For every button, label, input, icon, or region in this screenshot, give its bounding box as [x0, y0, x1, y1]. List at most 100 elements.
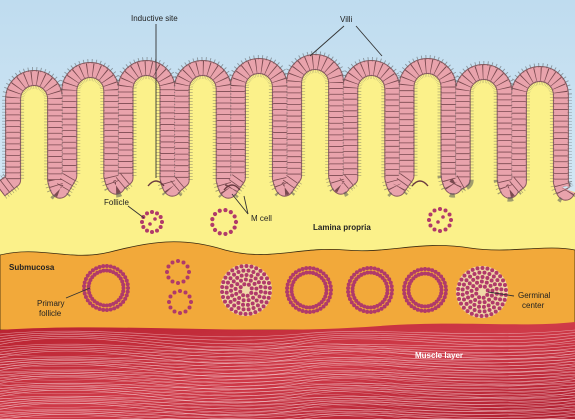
- follicle-cell: [471, 284, 475, 288]
- follicle-cell: [472, 303, 476, 307]
- follicle-cell: [249, 265, 253, 269]
- follicle-cell: [233, 298, 237, 302]
- follicle-cell: [485, 267, 489, 271]
- follicle-cell: [223, 232, 227, 236]
- follicle-cell: [427, 267, 431, 271]
- follicle-cell: [444, 288, 448, 292]
- follicle-cell: [168, 295, 172, 299]
- follicle-cell: [365, 310, 369, 314]
- follicle-cell: [470, 289, 474, 293]
- follicle-cell: [233, 214, 237, 218]
- follicle-cell: [461, 288, 465, 292]
- follicle-cell: [121, 283, 125, 287]
- follicle-cell: [492, 274, 496, 278]
- follicle-cell: [234, 310, 238, 314]
- follicle-cell: [229, 230, 233, 234]
- follicle-cell: [262, 295, 266, 299]
- follicle-cell: [263, 290, 267, 294]
- follicle-cell: [160, 220, 164, 224]
- follicle-cell: [98, 265, 102, 269]
- follicle-cell: [230, 294, 234, 298]
- muscle-layer-region: [0, 322, 575, 419]
- follicle-cell: [326, 277, 330, 281]
- follicle-cell: [462, 298, 466, 302]
- follicle-cell: [287, 297, 291, 301]
- follicle-cell: [126, 282, 130, 286]
- follicle-cell: [385, 285, 389, 289]
- follicle-cell: [145, 211, 149, 215]
- follicle-cell: [494, 310, 498, 314]
- follicle-cell: [459, 302, 463, 306]
- follicle-cell: [260, 300, 264, 304]
- follicle-cell: [232, 279, 236, 283]
- follicle-cell: [462, 283, 466, 287]
- follicle-cell: [218, 209, 222, 213]
- follicle-cell: [347, 282, 351, 286]
- follicle-cell: [468, 306, 472, 310]
- follicle-cell: [226, 281, 230, 285]
- follicle-cell: [471, 278, 475, 282]
- follicle-cell: [390, 292, 394, 296]
- follicle-cell: [308, 310, 312, 314]
- follicle-cell: [475, 281, 479, 285]
- follicle-cell: [259, 285, 263, 289]
- follicle-cell: [155, 211, 159, 215]
- follicle-cell: [267, 281, 271, 285]
- follicle-cell: [249, 312, 253, 316]
- follicle-cell: [220, 285, 224, 289]
- follicle-cell: [184, 310, 188, 314]
- follicle-cell: [239, 285, 243, 289]
- follicle-cell: [483, 300, 487, 304]
- follicle-cell: [285, 286, 289, 290]
- follicle-cell: [312, 266, 316, 270]
- follicle-cell: [315, 308, 319, 312]
- follicle-cell: [259, 290, 263, 294]
- follicle-cell: [390, 288, 394, 292]
- follicle-cell: [256, 272, 260, 276]
- follicle-cell: [254, 266, 258, 270]
- follicle-cell: [503, 298, 507, 302]
- follicle-cell: [253, 282, 257, 286]
- follicle-cell: [465, 291, 469, 295]
- follicle-cell: [232, 273, 236, 277]
- follicle-cell: [462, 306, 466, 310]
- follicle-cell: [441, 215, 445, 219]
- follicle-cell: [237, 296, 241, 300]
- follicle-cell: [226, 304, 230, 308]
- follicle-cell: [101, 308, 105, 312]
- follicle-cell: [495, 287, 499, 291]
- follicle-cell: [178, 311, 182, 315]
- follicle-cell: [82, 284, 86, 288]
- follicle-cell: [482, 296, 486, 300]
- follicle-cell: [416, 268, 420, 272]
- follicle-cell: [182, 280, 186, 284]
- dense-follicle: [220, 264, 272, 316]
- follicle-cell: [232, 304, 236, 308]
- follicle-cell: [501, 302, 505, 306]
- follicle-cell: [286, 282, 290, 286]
- germinal-center-label-line2: center: [522, 301, 545, 310]
- follicle-cell: [141, 225, 145, 229]
- follicle-cell: [155, 229, 159, 233]
- follicle-cell: [225, 291, 229, 295]
- follicle-cell: [362, 309, 366, 313]
- follicle-cell: [419, 267, 423, 271]
- follicle-cell: [173, 310, 177, 314]
- follicle-cell: [105, 308, 109, 312]
- germinal-center-follicle: [456, 266, 508, 318]
- primary-follicle-label-line1: Primary: [37, 299, 65, 308]
- follicle-cell: [263, 285, 267, 289]
- follicle-cell: [244, 264, 248, 268]
- follicle-cell: [430, 308, 434, 312]
- follicle-cell: [490, 279, 494, 283]
- follicle-cell: [221, 295, 225, 299]
- follicle-cell: [480, 266, 484, 270]
- follicle-cell: [473, 308, 477, 312]
- follicle-cell: [473, 298, 477, 302]
- follicle-cell: [218, 231, 222, 235]
- follicle-cell: [468, 275, 472, 279]
- follicle-cell: [444, 228, 448, 232]
- follicle-cell: [176, 281, 180, 285]
- follicle-cell: [312, 310, 316, 314]
- follicle-cell: [487, 298, 491, 302]
